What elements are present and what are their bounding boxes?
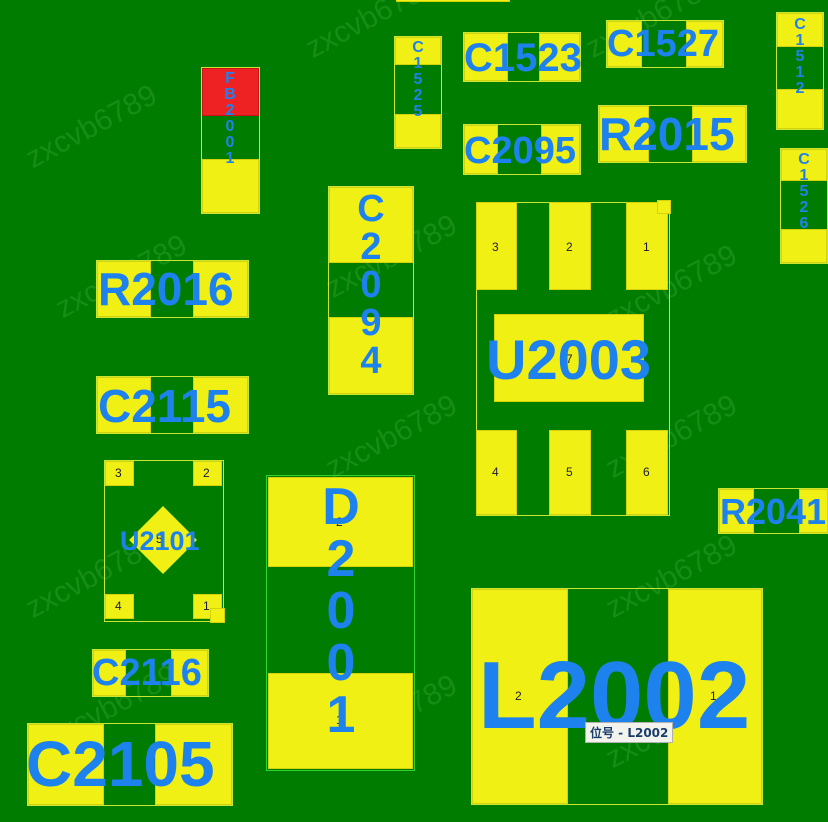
pin-number: 3 <box>492 240 499 254</box>
u2003-pad-5[interactable] <box>549 430 591 515</box>
c1523-label: C1523 <box>464 36 582 80</box>
u2101-pad-4[interactable] <box>105 594 134 619</box>
d2001-pad-2[interactable] <box>268 477 413 567</box>
pin-number: 1 <box>336 713 343 727</box>
u2003-pad-1[interactable] <box>626 202 668 290</box>
c2105-pad[interactable] <box>28 724 104 805</box>
fb2001-outline <box>201 67 260 214</box>
u2003-pad-4[interactable] <box>476 430 517 515</box>
c1525-pad[interactable] <box>395 114 441 148</box>
c2116-outline <box>92 649 209 697</box>
l2002-pad-2[interactable] <box>472 589 568 804</box>
u2101-pad-2[interactable] <box>193 461 222 486</box>
pin-number: 7 <box>566 352 573 366</box>
pin-number: 1 <box>643 240 650 254</box>
pin-number: 6 <box>643 465 650 479</box>
r2041-label: R2041 <box>720 491 827 532</box>
u2003-pad-7[interactable] <box>494 314 644 402</box>
r2015-label: R2015 <box>599 108 735 160</box>
pin-number: 2 <box>515 689 522 703</box>
c1525-pad[interactable] <box>395 37 441 65</box>
c1526-pad[interactable] <box>781 149 827 181</box>
c2105-pad[interactable] <box>155 724 232 805</box>
r2015-pad[interactable] <box>599 106 649 162</box>
c2095-outline <box>463 124 581 175</box>
pin-number: 3 <box>115 466 122 480</box>
c2115-label: C2115 <box>98 380 232 432</box>
c2116-pad[interactable] <box>93 650 126 696</box>
watermark: zxcvb6789 <box>20 78 163 175</box>
r2041-pad[interactable] <box>799 489 828 533</box>
watermark: zxcvb6789 <box>320 388 463 485</box>
c1523-outline <box>463 32 581 82</box>
d2001-pad-1[interactable] <box>268 673 413 769</box>
r2016-outline <box>96 260 249 318</box>
pin-number: 5 <box>156 532 163 546</box>
c2116-label: C2116 <box>92 652 202 694</box>
fb2001-pad-highlighted[interactable] <box>202 68 259 116</box>
c2095-label: C2095 <box>464 130 576 172</box>
c2115-pad[interactable] <box>97 377 151 433</box>
fb2001-pad[interactable] <box>202 159 259 213</box>
u2101-pad-3[interactable] <box>105 461 134 486</box>
r2016-pad[interactable] <box>97 261 151 317</box>
c1512-pad[interactable] <box>777 89 823 129</box>
c1526-pad[interactable] <box>781 229 827 263</box>
pin-number: 2 <box>566 240 573 254</box>
c1523-pad[interactable] <box>464 33 508 81</box>
u2101-label: U2101 <box>120 526 200 556</box>
u2003-label: U2003 <box>486 328 652 391</box>
c1527-pad[interactable] <box>686 21 723 67</box>
l2002-pad-1[interactable] <box>668 589 762 804</box>
pad <box>396 0 510 2</box>
pin-number: 5 <box>566 465 573 479</box>
tooltip: 位号 - L2002 <box>585 722 674 743</box>
pin-number: 4 <box>492 465 499 479</box>
u2101-outline <box>104 460 224 622</box>
c1527-pad[interactable] <box>607 21 642 67</box>
r2015-pad[interactable] <box>692 106 746 162</box>
r2016-label: R2016 <box>98 263 234 315</box>
u2003-pin1-marker <box>657 200 671 214</box>
d2001-outline <box>266 475 415 771</box>
c2115-outline <box>96 376 249 434</box>
c2105-outline <box>27 723 233 806</box>
r2041-pad[interactable] <box>719 489 754 533</box>
c2105-label: C2105 <box>26 728 215 800</box>
c1512-outline <box>776 12 824 130</box>
pin-number: 1 <box>203 599 210 613</box>
c1527-outline <box>606 20 724 68</box>
l2002-outline <box>471 588 763 805</box>
pin-number: 2 <box>336 515 343 529</box>
c2116-pad[interactable] <box>171 650 208 696</box>
u2101-pin1-marker <box>210 608 225 623</box>
pin-number: 2 <box>203 466 210 480</box>
c2094-pad[interactable] <box>329 317 413 394</box>
pin-number: 1 <box>710 689 717 703</box>
c2094-outline <box>328 186 414 395</box>
c2115-pad[interactable] <box>193 377 248 433</box>
c1527-label: C1527 <box>607 23 719 65</box>
c2095-pad[interactable] <box>464 125 498 174</box>
pin-number: 4 <box>115 599 122 613</box>
r2016-pad[interactable] <box>193 261 248 317</box>
u2003-pad-3[interactable] <box>476 202 517 290</box>
u2003-pad-2[interactable] <box>549 202 591 290</box>
c1512-pad[interactable] <box>777 13 823 47</box>
r2015-outline <box>598 105 747 163</box>
c2095-pad[interactable] <box>541 125 580 174</box>
c1523-pad[interactable] <box>539 33 580 81</box>
c1525-outline <box>394 36 442 149</box>
r2041-outline <box>718 488 828 534</box>
u2003-pad-6[interactable] <box>626 430 668 515</box>
c2094-pad[interactable] <box>329 187 413 263</box>
